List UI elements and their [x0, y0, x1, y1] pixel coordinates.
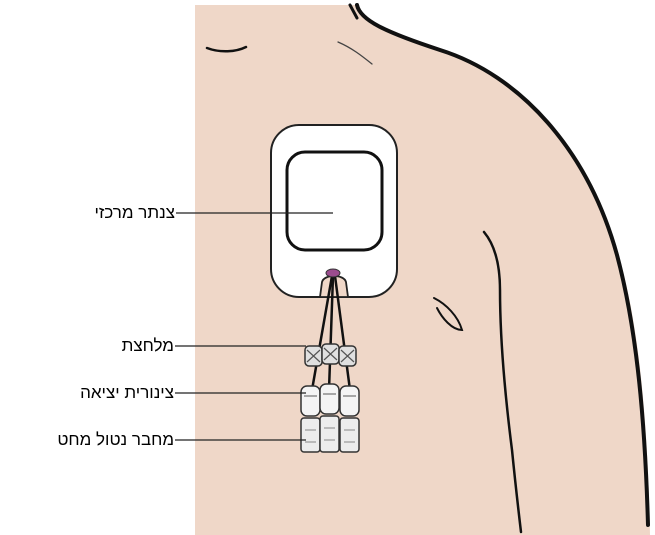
- catheter-hub: [326, 269, 340, 277]
- clamps: [305, 344, 356, 366]
- label-clamp: מלחצת: [122, 336, 174, 356]
- torso-skin: [195, 5, 650, 535]
- label-exit-tube: צינורית יציאה: [80, 383, 174, 403]
- label-central-catheter: צנתר מרכזי: [94, 203, 175, 223]
- needleless-connectors: [301, 416, 359, 452]
- exit-tubes: [301, 384, 359, 416]
- label-needleless-connector: מחבר נטול מחט: [57, 430, 174, 450]
- dressing-inner: [287, 152, 382, 250]
